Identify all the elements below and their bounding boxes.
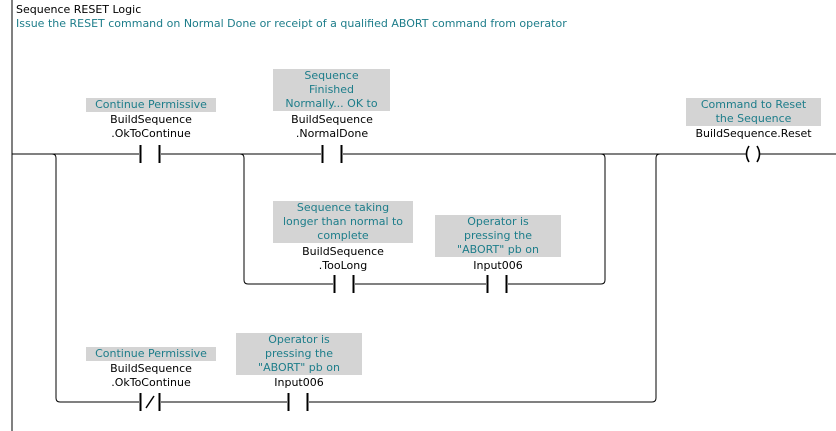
instruction-description: Continue Permissive <box>86 98 216 112</box>
xic-contact-symbol <box>486 275 508 293</box>
rung-title: Sequence RESET Logic <box>16 3 142 16</box>
tag-name-line1[interactable]: BuildSequence <box>110 113 192 126</box>
tag-name-line2[interactable]: .OkToContinue <box>111 127 191 140</box>
xic-contact-symbol <box>321 145 343 163</box>
instruction-description: Sequence taking longer than normal to co… <box>273 201 413 243</box>
inner-branch-wire <box>239 153 606 285</box>
instruction-description: Continue Permissive <box>86 347 216 361</box>
instruction-description: Sequence Finished Normally... OK to <box>273 69 390 111</box>
ote-coil-symbol <box>742 145 764 163</box>
xio-contact-symbol <box>139 393 161 411</box>
tag-name-line2[interactable]: .TooLong <box>318 259 368 272</box>
xic-contact-symbol <box>287 393 309 411</box>
tag-name[interactable]: BuildSequence.Reset <box>695 127 812 140</box>
tag-name-line2[interactable]: .NormalDone <box>295 127 369 140</box>
instruction-description: Operator is pressing the "ABORT" pb on <box>435 215 561 257</box>
outer-branch-wire <box>51 153 661 403</box>
tag-name-line1[interactable]: BuildSequence <box>110 362 192 375</box>
instruction-description: Operator is pressing the "ABORT" pb on <box>236 333 362 375</box>
xic-contact-symbol <box>333 275 355 293</box>
rung-comment[interactable]: Issue the RESET command on Normal Done o… <box>16 17 567 30</box>
tag-name[interactable]: Input006 <box>274 376 324 389</box>
tag-name-line1[interactable]: BuildSequence <box>302 245 384 258</box>
xic-contact-symbol <box>139 145 161 163</box>
tag-name[interactable]: Input006 <box>473 259 523 272</box>
tag-name-line2[interactable]: .OkToContinue <box>111 376 191 389</box>
instruction-description: Command to Reset the Sequence <box>686 98 821 126</box>
tag-name-line1[interactable]: BuildSequence <box>291 113 373 126</box>
